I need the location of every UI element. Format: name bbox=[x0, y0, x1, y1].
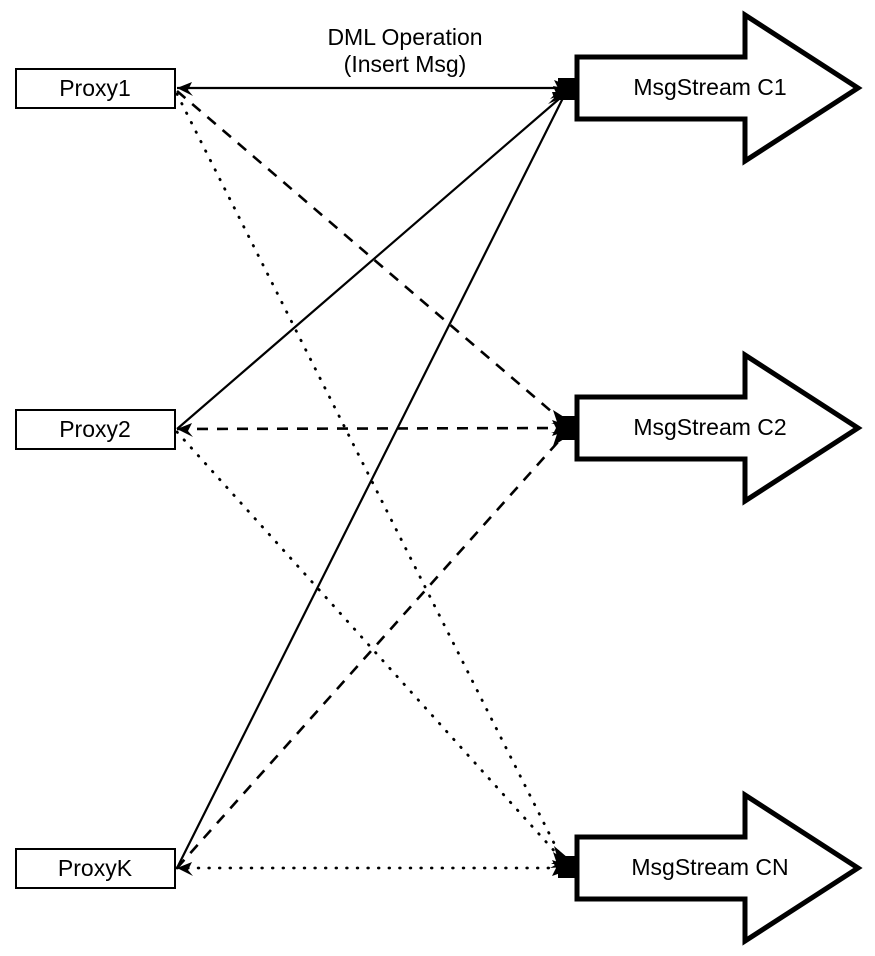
edge-caption-line1: DML Operation bbox=[327, 24, 482, 50]
node-proxy2-label: Proxy2 bbox=[59, 416, 131, 442]
edge-proxy1-to-stream-c2[interactable] bbox=[176, 90, 567, 425]
edge-proxy2-to-stream-c1[interactable] bbox=[176, 92, 567, 430]
edge-layer bbox=[175, 86, 571, 870]
target-nodes: MsgStream C1 MsgStream C2 MsgStream CN bbox=[574, 10, 863, 946]
node-proxy1[interactable]: Proxy1 bbox=[15, 68, 176, 109]
node-proxyk-box[interactable] bbox=[15, 848, 176, 889]
edge-proxyk-to-stream-c1[interactable] bbox=[176, 95, 565, 869]
node-stream-c2[interactable]: MsgStream C2 bbox=[574, 350, 863, 506]
node-stream-c2-shape[interactable] bbox=[574, 350, 863, 506]
node-stream-cn-shape[interactable] bbox=[574, 790, 863, 946]
arrowhead-into-stream-c2-core bbox=[558, 416, 575, 440]
arrowhead-into-stream-cn-core bbox=[558, 856, 575, 878]
source-nib-layer bbox=[177, 82, 193, 876]
node-proxy2-box[interactable] bbox=[15, 409, 176, 450]
node-stream-cn[interactable]: MsgStream CN bbox=[574, 790, 863, 946]
nib-proxy2 bbox=[177, 423, 193, 437]
node-stream-c1[interactable]: MsgStream C1 bbox=[574, 10, 863, 166]
edge-proxyk-to-stream-c2[interactable] bbox=[176, 432, 567, 869]
node-proxy1-box[interactable] bbox=[15, 68, 176, 109]
node-proxy1-label: Proxy1 bbox=[59, 75, 131, 101]
nib-proxy1 bbox=[177, 82, 193, 96]
edge-proxy2-to-stream-c2[interactable] bbox=[176, 426, 570, 431]
node-proxyk[interactable]: ProxyK bbox=[15, 848, 176, 889]
arrowhead-into-stream-c1-core bbox=[558, 78, 575, 100]
node-stream-c1-shape[interactable] bbox=[574, 10, 863, 166]
node-proxyk-label: ProxyK bbox=[58, 855, 133, 881]
edge-caption-group: DML Operation (Insert Msg) bbox=[327, 24, 482, 77]
node-stream-c1-label: MsgStream C1 bbox=[633, 74, 786, 100]
node-stream-c2-label: MsgStream C2 bbox=[633, 414, 786, 440]
edge-proxy2-to-stream-cn[interactable] bbox=[175, 430, 568, 866]
node-stream-cn-label: MsgStream CN bbox=[631, 854, 788, 880]
edge-caption-line2: (Insert Msg) bbox=[344, 51, 467, 77]
node-proxy2[interactable]: Proxy2 bbox=[15, 409, 176, 450]
source-nodes: Proxy1 Proxy2 ProxyK bbox=[15, 68, 176, 889]
nib-proxyk bbox=[177, 862, 193, 876]
arrowhead-layer bbox=[548, 78, 575, 878]
